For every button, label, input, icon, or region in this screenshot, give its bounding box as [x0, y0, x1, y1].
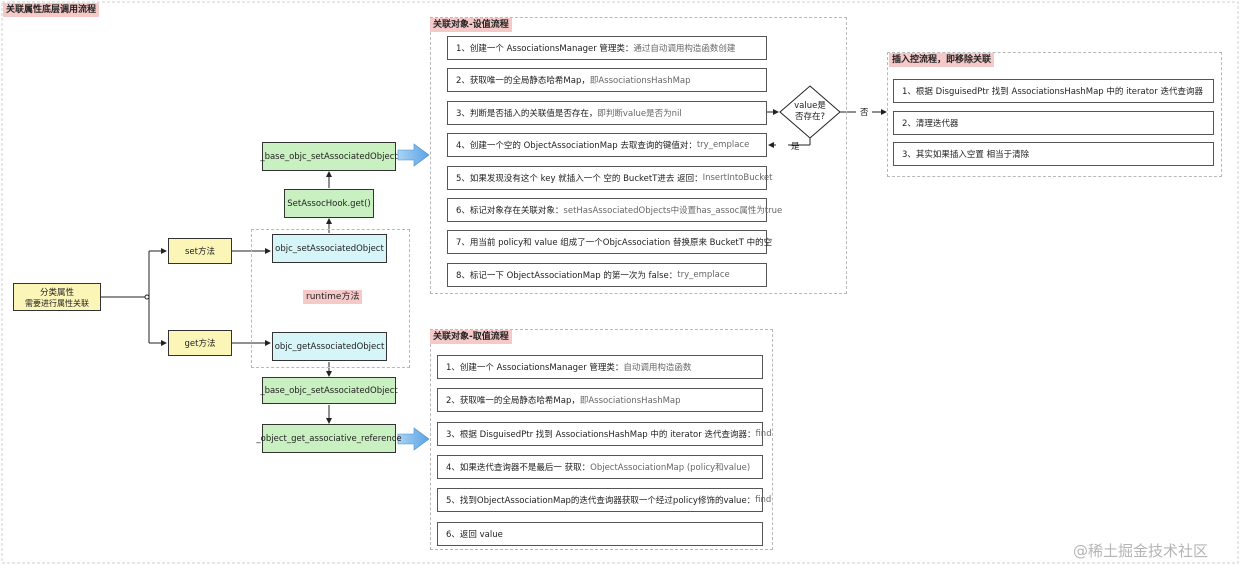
step-sub-text: setHasAssociatedObjects中设置has_assoc属性为tr… [563, 206, 783, 216]
set-step-4[interactable]: 4、创建一个空的 ObjectAssociationMap 去取查询的键值对：t… [447, 133, 767, 158]
get-step-3[interactable]: 3、根据 DisguisedPtr 找到 AssociationsHashMap… [437, 421, 772, 446]
step-main-text: 3、判断是否插入的关联值是否存在， [456, 108, 598, 119]
step-main-text: 3、其实如果插入空置 相当于清除 [902, 150, 1030, 160]
step-main-text: 1、创建一个 AssociationsManager 管理类： [446, 363, 624, 373]
set-step-2[interactable]: 2、获取唯一的全局静态哈希Map，即AssociationsHashMap [447, 68, 767, 93]
step-sub-text: 通过自动调用构造函数创建 [633, 44, 736, 54]
set-step-5[interactable]: 5、如果发现没有这个 key 就插入一个 空的 BucketT进去 返回：Ins… [447, 165, 772, 190]
step-sub-text: ObjectAssociationMap (policy和value) [590, 462, 751, 473]
get-step-2[interactable]: 2、获取唯一的全局静态哈希Map，即AssociationsHashMap [437, 388, 763, 413]
step-main-text: 3、根据 DisguisedPtr 找到 AssociationsHashMap… [446, 429, 756, 440]
objc-set-node[interactable]: objc_setAssociatedObject [272, 234, 387, 263]
step-main-text: 1、根据 DisguisedPtr 找到 AssociationsHashMap… [902, 87, 1203, 97]
step-main-text: 5、如果发现没有这个 key 就插入一个 空的 BucketT进去 返回： [456, 173, 703, 184]
get-step-4[interactable]: 4、如果迭代查询器不是最后一 获取：ObjectAssociationMap (… [437, 454, 763, 479]
step-main-text: 8、标记一下 ObjectAssociationMap 的第一次为 false： [456, 270, 678, 281]
set-method-node[interactable]: set方法 [168, 238, 232, 264]
get-step-1[interactable]: 1、创建一个 AssociationsManager 管理类：自动调用构造函数 [437, 355, 763, 379]
get-flow-group [430, 329, 773, 550]
step-main-text: 2、清理迭代器 [902, 118, 959, 129]
runtime-group [251, 229, 410, 368]
step-sub-text: find [755, 428, 772, 439]
runtime-label: runtime方法 [303, 290, 363, 304]
set-flow-group [430, 17, 847, 294]
source-subtitle: 需要进行属性关联 [25, 298, 89, 308]
get-step-5[interactable]: 5、找到ObjectAssociationMap的迭代查询器获取一个经过poli… [437, 488, 771, 513]
step-main-text: 6、返回 value [446, 529, 503, 540]
set-step-7[interactable]: 7、用当前 policy和 value 组成了一个ObjcAssociation… [447, 230, 772, 255]
category-property-node[interactable]: 分类属性 需要进行属性关联 [13, 283, 101, 311]
insert-step-3[interactable]: 3、其实如果插入空置 相当于清除 [893, 142, 1214, 166]
set-flow-arrow [397, 143, 430, 167]
insert-flow-title: 插入控流程，即移除关联 [889, 53, 995, 67]
base-set-node[interactable]: _base_objc_setAssociatedObject [260, 142, 398, 171]
step-sub-text: 即AssociationsHashMap [589, 76, 691, 87]
decision-yes-label: 是 [791, 142, 800, 152]
step-sub-text: 即判断value是否为nil [597, 108, 682, 119]
set-step-3[interactable]: 3、判断是否插入的关联值是否存在，即判断value是否为nil [447, 100, 767, 125]
base-get-node[interactable]: _base_objc_setAssociatedObject [260, 377, 398, 404]
step-sub-text: InsertIntoBucket [702, 172, 773, 183]
get-method-node[interactable]: get方法 [168, 330, 232, 356]
step-sub-text: find [755, 495, 772, 506]
set-flow-title: 关联对象-设值流程 [430, 18, 512, 32]
get-step-6[interactable]: 6、返回 value [437, 521, 763, 546]
object-get-ref-node[interactable]: _object_get_associative_reference [256, 424, 402, 453]
hook-get-node[interactable]: SetAssocHook.get() [284, 189, 374, 218]
objc-get-node[interactable]: objc_getAssociatedObject [272, 332, 387, 361]
step-main-text: 2、获取唯一的全局静态哈希Map， [446, 396, 580, 407]
decision-line2: 否存在? [794, 112, 825, 122]
step-sub-text: 自动调用构造函数 [623, 363, 692, 373]
step-main-text: 4、创建一个空的 ObjectAssociationMap 去取查询的键值对： [456, 141, 697, 152]
step-sub-text: 即AssociationsHashMap [579, 396, 681, 407]
decision-line1: value是 [794, 101, 826, 111]
step-main-text: 5、找到ObjectAssociationMap的迭代查询器获取一个经过poli… [446, 496, 756, 507]
step-sub-text: try_emplace [696, 140, 750, 151]
step-main-text: 7、用当前 policy和 value 组成了一个ObjcAssociation… [456, 238, 773, 249]
insert-step-2[interactable]: 2、清理迭代器 [893, 110, 1214, 135]
step-main-text: 4、如果迭代查询器不是最后一 获取： [446, 462, 591, 473]
step-main-text: 2、获取唯一的全局静态哈希Map， [456, 76, 590, 87]
decision-no-label: 否 [860, 108, 869, 118]
decision-text: value是 否存在? [786, 101, 834, 123]
get-flow-arrow [397, 427, 430, 451]
set-step-8[interactable]: 8、标记一下 ObjectAssociationMap 的第一次为 false：… [447, 262, 767, 287]
set-step-1[interactable]: 1、创建一个 AssociationsManager 管理类：通过自动调用构造函… [447, 36, 767, 60]
insert-step-1[interactable]: 1、根据 DisguisedPtr 找到 AssociationsHashMap… [893, 79, 1214, 103]
watermark: @稀土掘金技术社区 [1073, 542, 1209, 560]
set-step-6[interactable]: 6、标记对象存在关联对象：setHasAssociatedObjects中设置h… [447, 198, 782, 222]
main-title: 关联属性底层调用流程 [3, 3, 100, 17]
step-sub-text: try_emplace [677, 269, 730, 280]
step-main-text: 6、标记对象存在关联对象： [456, 206, 564, 216]
insert-flow-group [887, 52, 1222, 177]
get-flow-title: 关联对象-取值流程 [430, 330, 512, 344]
source-title: 分类属性 [39, 287, 74, 298]
step-main-text: 1、创建一个 AssociationsManager 管理类： [456, 44, 634, 54]
